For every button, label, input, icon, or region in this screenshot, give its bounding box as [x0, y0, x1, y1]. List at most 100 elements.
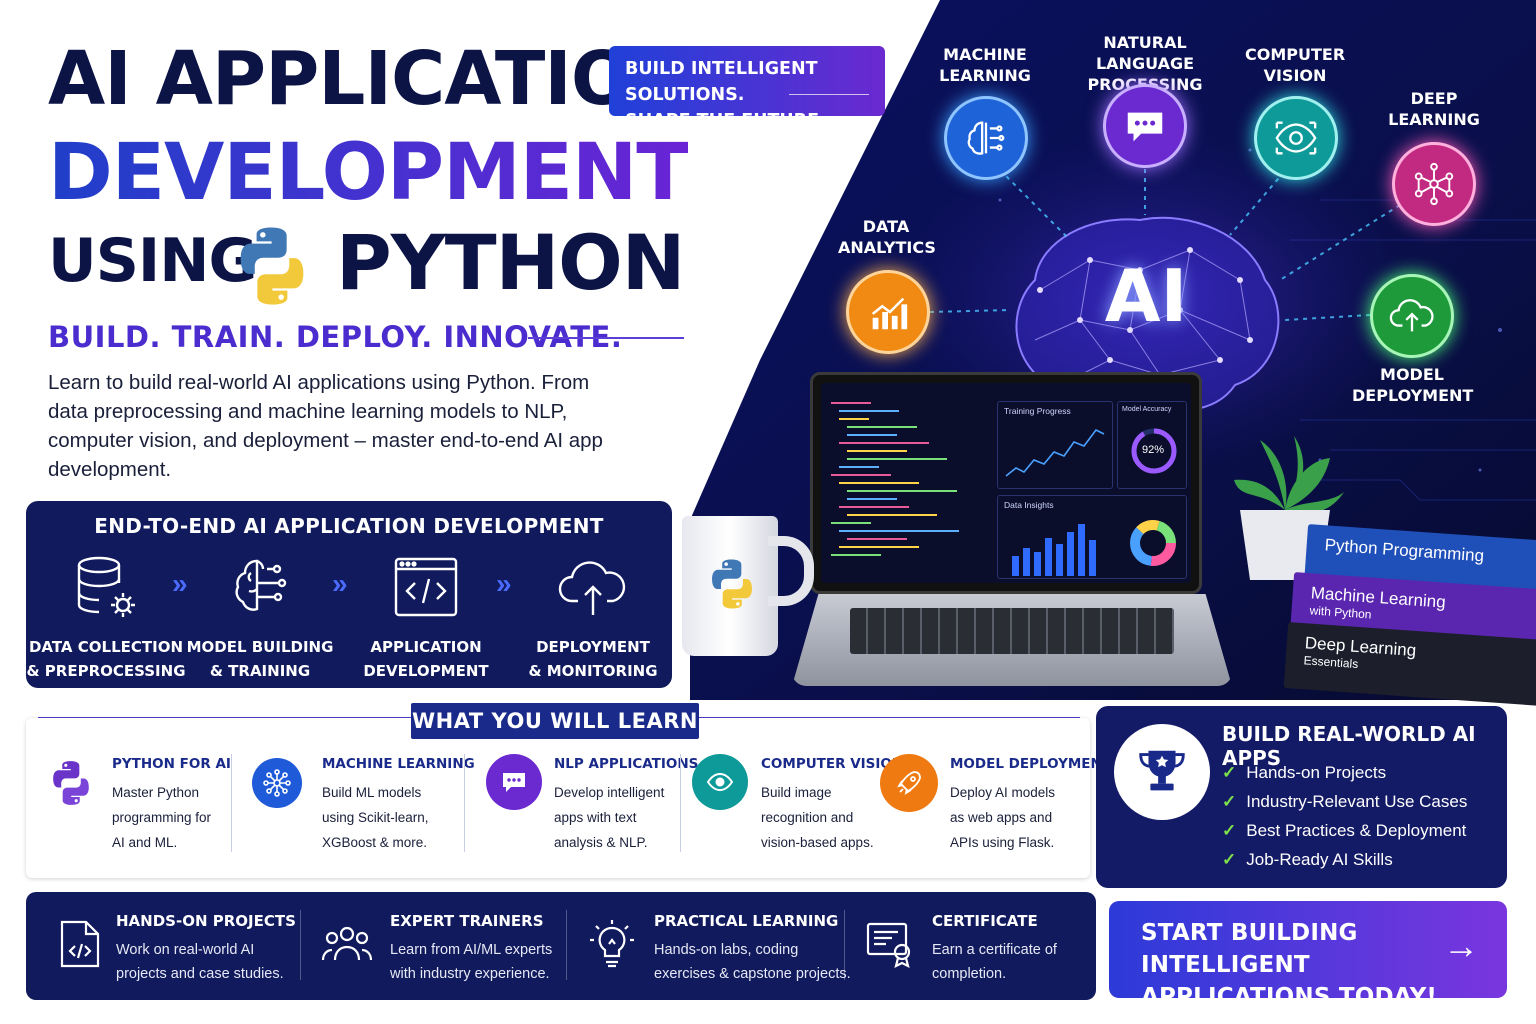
step-label-2: & TRAINING: [209, 662, 311, 680]
apps-list: ✓Hands-on Projects ✓Industry-Relevant Us…: [1222, 758, 1467, 874]
book-subtitle: Essentials: [1303, 653, 1359, 672]
md-circle: [1370, 274, 1454, 358]
feature-title: EXPERT TRAINERS: [390, 912, 544, 930]
book-title: Python Programming: [1324, 535, 1485, 566]
slogan-line1: BUILD INTELLIGENT SOLUTIONS.: [625, 59, 818, 105]
python-logo-icon: [712, 559, 752, 609]
pipeline-title: END-TO-END AI APPLICATION DEVELOPMENT: [94, 514, 604, 538]
pipeline-panel: END-TO-END AI APPLICATION DEVELOPMENT DA…: [26, 501, 672, 688]
step-label-2: DEVELOPMENT: [363, 662, 489, 680]
chat-bubble-icon: [503, 773, 525, 792]
list-item: ✓Best Practices & Deployment: [1222, 821, 1467, 840]
team-icon: [321, 926, 373, 961]
list-item: ✓Job-Ready AI Skills: [1222, 850, 1393, 869]
learn-item-title: MODEL DEPLOYMENT: [950, 756, 1112, 772]
learn-icon-wrap: [692, 754, 748, 810]
learn-icon-wrap: [880, 754, 938, 812]
learn-item-title: MACHINE LEARNING: [322, 756, 475, 772]
apps-panel: BUILD REAL-WORLD AI APPS ✓Hands-on Proje…: [1096, 706, 1507, 888]
check-icon: ✓: [1222, 763, 1237, 782]
insights-donut: [1130, 520, 1176, 566]
cv-circle: [1254, 96, 1338, 180]
check-icon: ✓: [1222, 792, 1237, 811]
feature-title: PRACTICAL LEARNING: [654, 912, 839, 930]
slogan-line2: SHAPE THE FUTURE.: [625, 111, 826, 131]
brain-circuit-icon: [967, 121, 1005, 155]
feature-divider: [844, 910, 845, 980]
chevron-right-icon: »: [496, 568, 512, 599]
bar-chart-icon: [871, 297, 908, 330]
accuracy-ring: [1131, 428, 1177, 474]
da-circle: [846, 270, 930, 354]
insights-panel: Data Insights: [997, 495, 1187, 579]
step-label-2: & PREPROCESSING: [26, 662, 186, 680]
laptop-screen: Training Progress Model Accuracy 92% Dat…: [821, 383, 1191, 583]
trophy-circle: [1114, 724, 1210, 820]
cloud-upload-icon: [1389, 299, 1434, 332]
insights-label: Data Insights: [1004, 500, 1054, 510]
chevron-right-icon: »: [332, 568, 348, 599]
eye-icon: [1275, 121, 1317, 155]
learn-divider: [231, 754, 232, 852]
chevron-right-icon: »: [172, 568, 188, 599]
trophy-icon: [1139, 750, 1185, 791]
laptop: Training Progress Model Accuracy 92% Dat…: [810, 372, 1202, 594]
list-item: ✓Industry-Relevant Use Cases: [1222, 792, 1468, 811]
intro-paragraph: Learn to build real-world AI application…: [48, 371, 603, 481]
coffee-mug: [682, 516, 778, 656]
ml-circle: [944, 96, 1028, 180]
apps-title: BUILD REAL-WORLD AI APPS: [1222, 722, 1476, 770]
learn-item-title: COMPUTER VISION: [761, 756, 904, 772]
training-panel: Training Progress: [997, 401, 1113, 489]
hero-title-python: PYTHON: [336, 218, 685, 307]
step-label-1: MODEL BUILDING: [186, 638, 334, 656]
lightbulb-icon: [590, 920, 634, 968]
pipeline-step-model: MODEL BUILDING & TRAINING: [180, 553, 340, 683]
cloud-upload-icon: [558, 561, 626, 615]
slogan-underline: [789, 94, 869, 95]
training-label: Training Progress: [1004, 406, 1071, 416]
certificate-icon: [866, 922, 911, 969]
check-icon: ✓: [1222, 850, 1237, 869]
pipeline-step-deploy: DEPLOYMENT & MONITORING: [513, 553, 673, 683]
brain-graphic: [1015, 216, 1280, 411]
dl-circle: [1392, 142, 1476, 226]
feature-title: HANDS-ON PROJECTS: [116, 912, 296, 930]
code-file-icon: [60, 920, 100, 968]
learn-icon-wrap: [252, 758, 302, 808]
check-icon: ✓: [1222, 821, 1237, 840]
feature-divider: [300, 910, 301, 980]
feature-title: CERTIFICATE: [932, 912, 1038, 930]
accuracy-panel: Model Accuracy 92%: [1117, 401, 1187, 489]
learn-item-title: NLP APPLICATIONS: [554, 756, 699, 772]
step-label-1: DEPLOYMENT: [536, 638, 650, 656]
database-gear-icon: [77, 556, 135, 617]
step-label-2: & MONITORING: [528, 662, 658, 680]
mug-handle: [768, 536, 814, 606]
tagline: BUILD. TRAIN. DEPLOY. INNOVATE.: [48, 320, 623, 354]
network-hub-icon: [263, 769, 291, 797]
topic-connectors: [929, 160, 1401, 321]
hero-title-line2: DEVELOPMENT: [48, 128, 689, 218]
list-item: ✓Hands-on Projects: [1222, 763, 1387, 782]
pipeline-step-data: DATA COLLECTION& PREPROCESSING: [26, 553, 186, 683]
chat-bubble-icon: [1127, 112, 1163, 142]
arrow-right-icon: →: [1443, 925, 1479, 966]
code-lines: [831, 402, 959, 556]
